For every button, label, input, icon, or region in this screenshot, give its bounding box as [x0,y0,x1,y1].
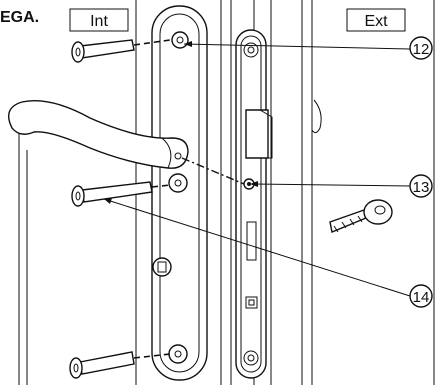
callout-13-number: 13 [413,179,430,196]
middle-screw-dash [151,184,171,188]
lever-handle [8,100,189,169]
back-plate [151,5,208,381]
outside-label: Ext [364,13,388,30]
lower-screw [69,351,135,379]
callout-leaders [103,41,411,297]
spindle-axis-line [181,157,245,185]
lower-screw-dash [133,353,171,359]
upper-screw-hole [171,31,189,49]
clipped-title: EGA. [0,9,39,26]
callout-12-number: 12 [413,41,430,58]
callout-14: 14 [409,284,433,308]
middle-screw-hole [168,173,188,193]
callout-14-number: 14 [413,289,430,306]
inside-label: Int [90,13,108,30]
middle-screw [71,181,153,207]
lock-faceplate [235,29,273,379]
callout-13: 13 [409,174,433,198]
callout-12: 12 [409,36,433,60]
inside-label-box: Int [69,8,129,32]
outside-handle-stub [311,99,322,134]
lower-screw-hole [168,344,188,364]
upper-screw-dash [133,39,171,46]
key-icon [329,199,393,233]
cylinder-hole [152,257,172,277]
outside-label-box: Ext [346,8,406,32]
upper-screw [71,39,135,63]
